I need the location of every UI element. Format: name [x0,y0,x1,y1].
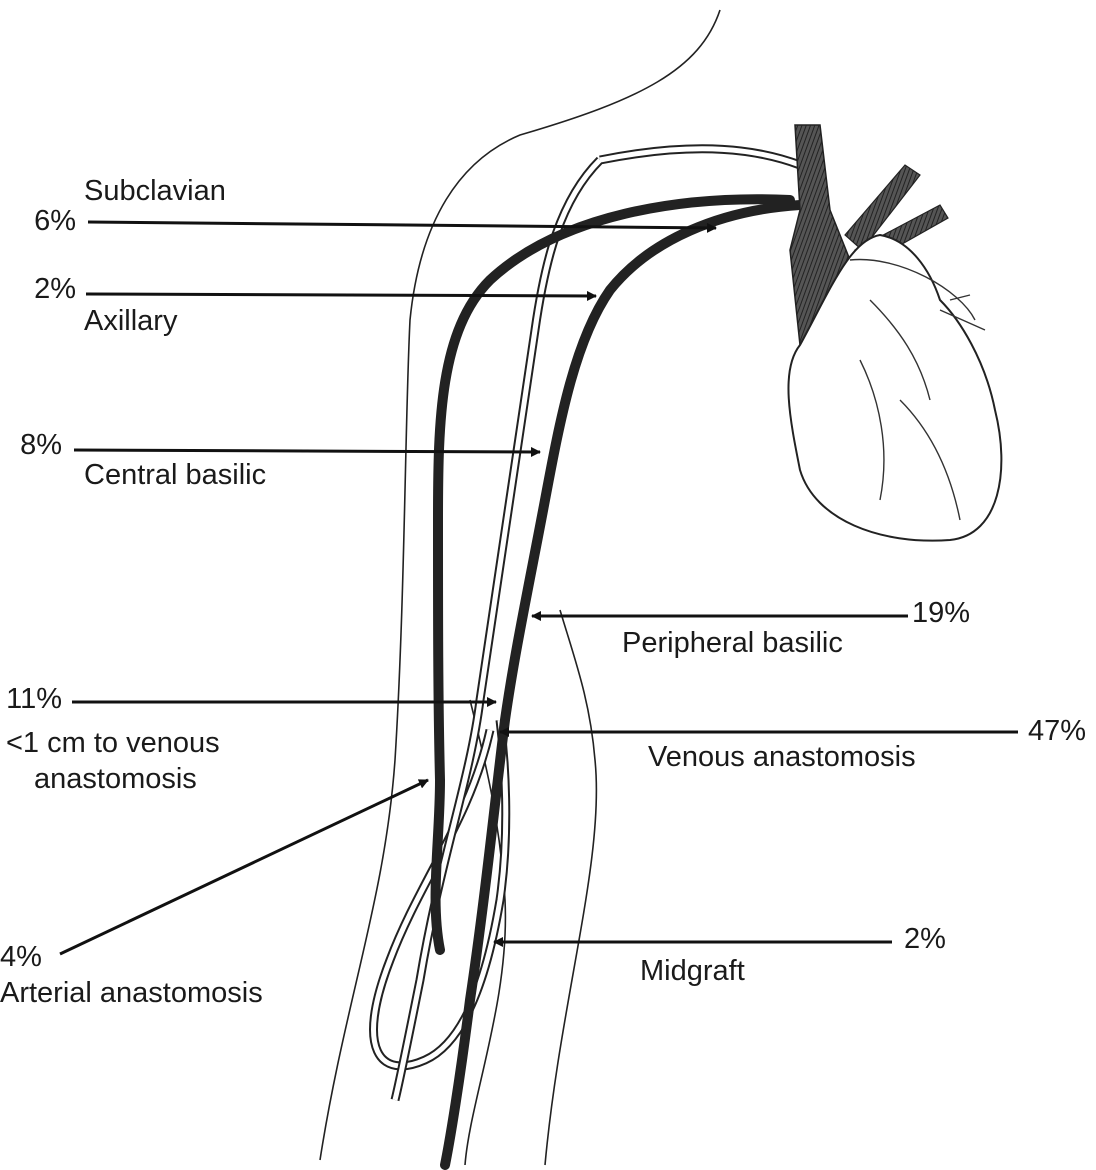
basilic-vein [440,200,805,1170]
label-arterial-anastomosis: Arterial anastomosis [0,977,263,1009]
pct-central-basilic: 8% [20,429,62,461]
label-venous-anastomosis: Venous anastomosis [648,741,916,773]
pct-axillary: 2% [34,273,76,305]
label-axillary: Axillary [84,305,178,337]
pct-arterial-anastomosis: 4% [0,941,42,973]
label-peripheral-basilic: Peripheral basilic [622,627,843,659]
pct-near-venous: 11% [6,683,62,715]
shoulder-outline [319,9,721,1161]
aortic-branch-1 [844,164,921,251]
heart-body [787,233,1003,542]
label-near-venous-line2: anastomosis [34,763,197,795]
label-midgraft: Midgraft [640,955,745,987]
arrow-subclavian [87,220,717,233]
heart [787,124,1003,542]
pct-subclavian: 6% [34,205,76,237]
pct-peripheral-basilic: 19% [912,597,971,629]
graft-loop [369,719,511,1071]
arrows [59,220,1018,956]
arrow-central-basilic [73,446,541,457]
outer-vein [430,194,795,955]
inner-arm-outline [544,609,598,1166]
label-subclavian: Subclavian [84,175,226,207]
pct-venous-anastomosis: 47% [1028,715,1087,747]
label-central-basilic: Central basilic [84,459,267,491]
arrow-arterial-anastomosis [59,778,429,956]
label-near-venous-line1: <1 cm to venous [6,727,220,759]
arrow-axillary [85,290,597,301]
brachial-artery [390,144,802,1102]
pct-midgraft: 2% [904,923,946,955]
